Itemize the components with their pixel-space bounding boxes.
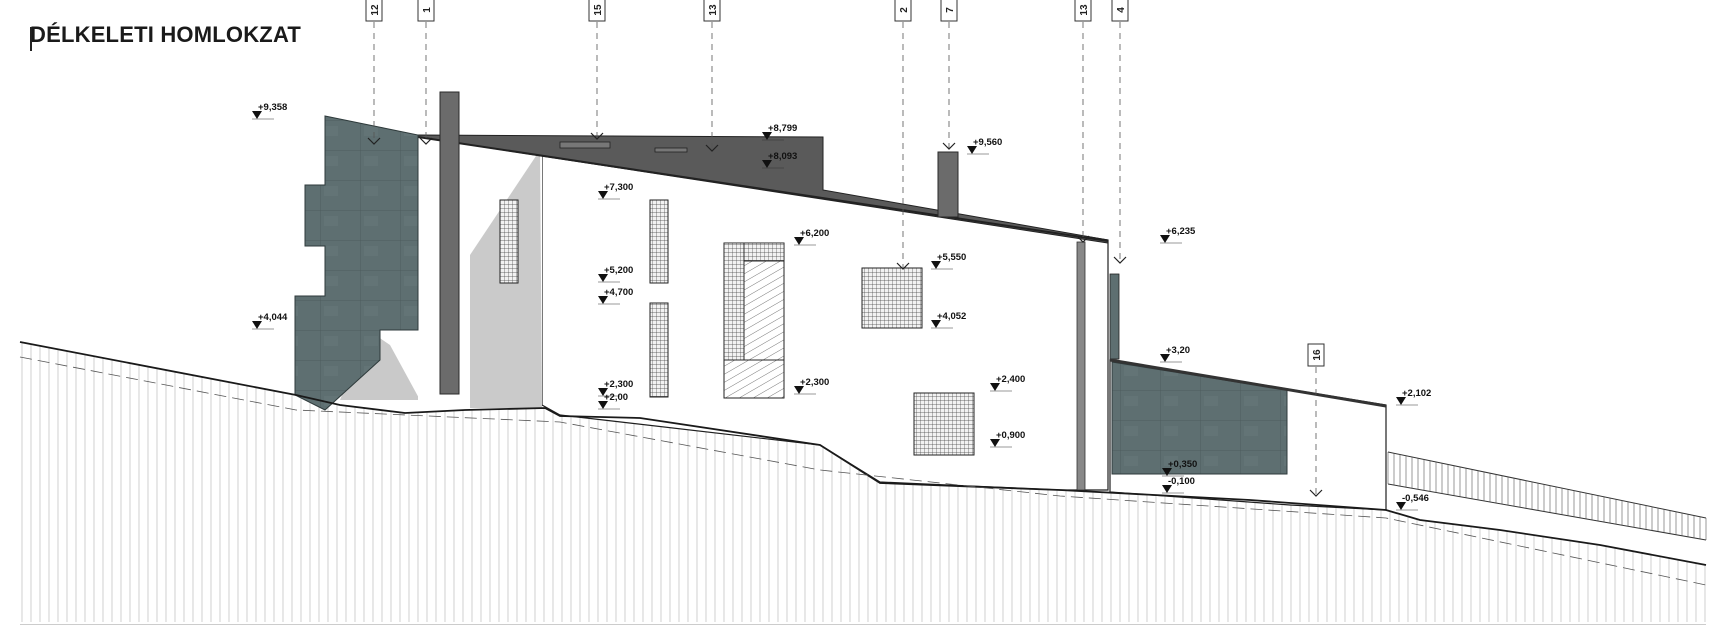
level-label: +9,358: [258, 102, 287, 113]
level-marker: +5,550: [931, 252, 966, 270]
slim-window-right: [1109, 273, 1120, 360]
level-label: -0,546: [1402, 493, 1429, 504]
glazed-door-grille-left: [723, 242, 745, 361]
level-marker: +0,900: [990, 430, 1025, 448]
level-label: +3,20: [1166, 345, 1190, 356]
chimney-left: [439, 91, 460, 395]
grille-window-2: [649, 199, 669, 284]
level-label: +2,00: [604, 392, 628, 403]
courtyard-shadow: [340, 330, 420, 400]
section-marker-box: [894, 0, 912, 22]
level-label: +4,052: [937, 311, 966, 322]
section-marker: 4: [1111, 0, 1129, 264]
level-label: +7,300: [604, 182, 633, 193]
level-marker: +2,00: [598, 392, 628, 410]
level-marker: +2,400: [990, 374, 1025, 392]
section-marker-box: [588, 0, 606, 22]
level-label: -0,100: [1168, 476, 1195, 487]
section-marker-label: 12: [370, 4, 381, 16]
building: [294, 91, 1707, 541]
level-marker: +2,300: [794, 377, 829, 395]
section-marker: 2: [894, 0, 912, 270]
level-label: +6,235: [1166, 226, 1196, 237]
downpipe: [1076, 241, 1086, 491]
level-marker: +4,044: [252, 312, 288, 330]
level-markers: +9,358 +8,799 +8,093 +9,560 +7,300 +6,200 +6,2…: [252, 102, 1431, 511]
level-label: +2,102: [1402, 388, 1431, 399]
section-marker: 13: [1074, 0, 1092, 243]
level-marker: +6,235: [1160, 226, 1196, 244]
section-marker-label: 7: [945, 7, 956, 13]
level-marker: -0,100: [1162, 476, 1195, 494]
title-cursor-mark: [30, 27, 32, 51]
level-marker: +2,102: [1396, 388, 1431, 406]
section-marker: 13: [703, 0, 721, 152]
level-marker: +4,700: [598, 287, 633, 305]
section-marker-box: [703, 0, 721, 22]
section-marker-label: 1: [422, 7, 433, 13]
level-label: +5,550: [937, 252, 966, 263]
grille-window-1: [499, 199, 519, 284]
level-label: +2,300: [800, 377, 829, 388]
section-marker-box: [365, 0, 383, 22]
section-markers: 12 1 15 13 2 7 13 4 16: [365, 0, 1325, 497]
section-marker: 1: [417, 0, 435, 145]
glazed-door-bottom: [723, 359, 785, 399]
level-label: +4,700: [604, 287, 633, 298]
section-marker-label: 15: [593, 4, 604, 16]
level-label: +0,900: [996, 430, 1025, 441]
section-marker: 7: [940, 0, 958, 150]
terrain-dashed-line: [19, 356, 1707, 586]
level-marker: +9,358: [252, 102, 287, 120]
fence: [1387, 451, 1707, 541]
chimney-right: [937, 151, 959, 218]
section-marker: 15: [588, 0, 606, 140]
roof-skylight-1: [559, 141, 611, 149]
section-marker-box: [417, 0, 435, 22]
right-wing-cladding: [1111, 361, 1288, 475]
section-marker-label: 2: [899, 7, 910, 13]
level-marker: +8,093: [762, 151, 797, 169]
section-marker-box: [1111, 0, 1129, 22]
level-label: +8,093: [768, 151, 797, 162]
level-label: +9,560: [973, 137, 1002, 148]
level-label: +2,300: [604, 379, 633, 390]
level-marker: +9,560: [967, 137, 1002, 155]
section-marker-label: 16: [1312, 349, 1323, 361]
grille-window-5: [913, 392, 975, 456]
section-marker-box: [940, 0, 958, 22]
ground-hatch: [21, 342, 1706, 622]
section-marker: 12: [365, 0, 383, 145]
level-marker: +0,350: [1162, 459, 1197, 477]
level-label: +2,400: [996, 374, 1025, 385]
level-marker: +2,300: [598, 379, 633, 397]
grille-window-4: [861, 267, 923, 329]
level-label: +0,350: [1168, 459, 1197, 470]
section-marker-box: [1307, 343, 1325, 367]
section-marker-box: [1074, 0, 1092, 22]
terrain-line: [19, 341, 1707, 566]
level-label: +4,044: [258, 312, 288, 323]
section-marker-label: 4: [1116, 7, 1127, 13]
left-cladding-block: [294, 115, 419, 411]
level-label: +8,799: [768, 123, 797, 134]
level-marker: -0,546: [1396, 493, 1429, 511]
level-marker: +4,052: [931, 311, 966, 329]
level-label: +6,200: [800, 228, 829, 239]
level-marker: +7,300: [598, 182, 633, 200]
roof-skylight-2: [654, 147, 688, 153]
level-label: +5,200: [604, 265, 633, 276]
level-marker: +8,799: [762, 123, 797, 141]
glazed-door-grille-top: [743, 242, 785, 262]
section-marker: 16: [1307, 343, 1325, 497]
section-marker-label: 13: [1079, 4, 1090, 16]
grille-window-3: [649, 302, 669, 398]
glazed-door-hatch: [743, 260, 785, 361]
drawing-title: DÉLKELETI HOMLOKZAT: [30, 22, 302, 47]
level-marker: +3,20: [1160, 345, 1190, 363]
level-marker: +6,200: [794, 228, 829, 246]
level-marker: +5,200: [598, 265, 633, 283]
section-marker-label: 13: [708, 4, 719, 16]
